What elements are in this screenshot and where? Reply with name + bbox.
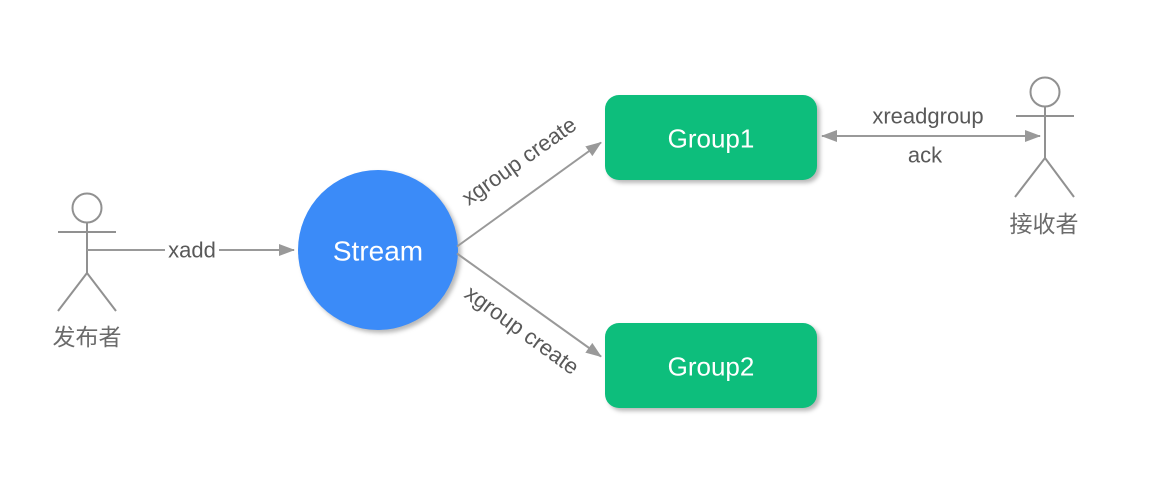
publisher-actor-icon <box>57 192 117 312</box>
edge-xgroup-create-top-label: xgroup create <box>457 112 581 210</box>
edge-xgroup-create-top <box>456 141 602 248</box>
publisher-head <box>71 192 103 224</box>
stream-node <box>298 170 458 330</box>
stream-node-label: Stream <box>333 236 423 267</box>
receiver-leg-right <box>1044 157 1075 198</box>
group2-node-label: Group2 <box>668 352 755 382</box>
edge-xreadgroup-label: xreadgroup <box>872 104 983 129</box>
receiver-leg-left <box>1014 157 1046 198</box>
edge-xadd-label: xadd <box>168 238 216 263</box>
edge-xadd-label-mask <box>165 239 219 261</box>
edge-xgroup-create-bottom <box>456 252 602 358</box>
publisher-leg-right <box>86 272 117 312</box>
receiver-head <box>1029 76 1061 108</box>
receiver-label: 接收者 <box>1010 211 1079 237</box>
group1-node <box>605 95 817 180</box>
receiver-actor-icon <box>1014 76 1075 198</box>
group2-node <box>605 323 817 408</box>
publisher-leg-left <box>57 272 88 312</box>
publisher-label: 发布者 <box>53 324 122 350</box>
group1-node-label: Group1 <box>668 124 755 154</box>
edge-ack-label: ack <box>908 143 943 168</box>
